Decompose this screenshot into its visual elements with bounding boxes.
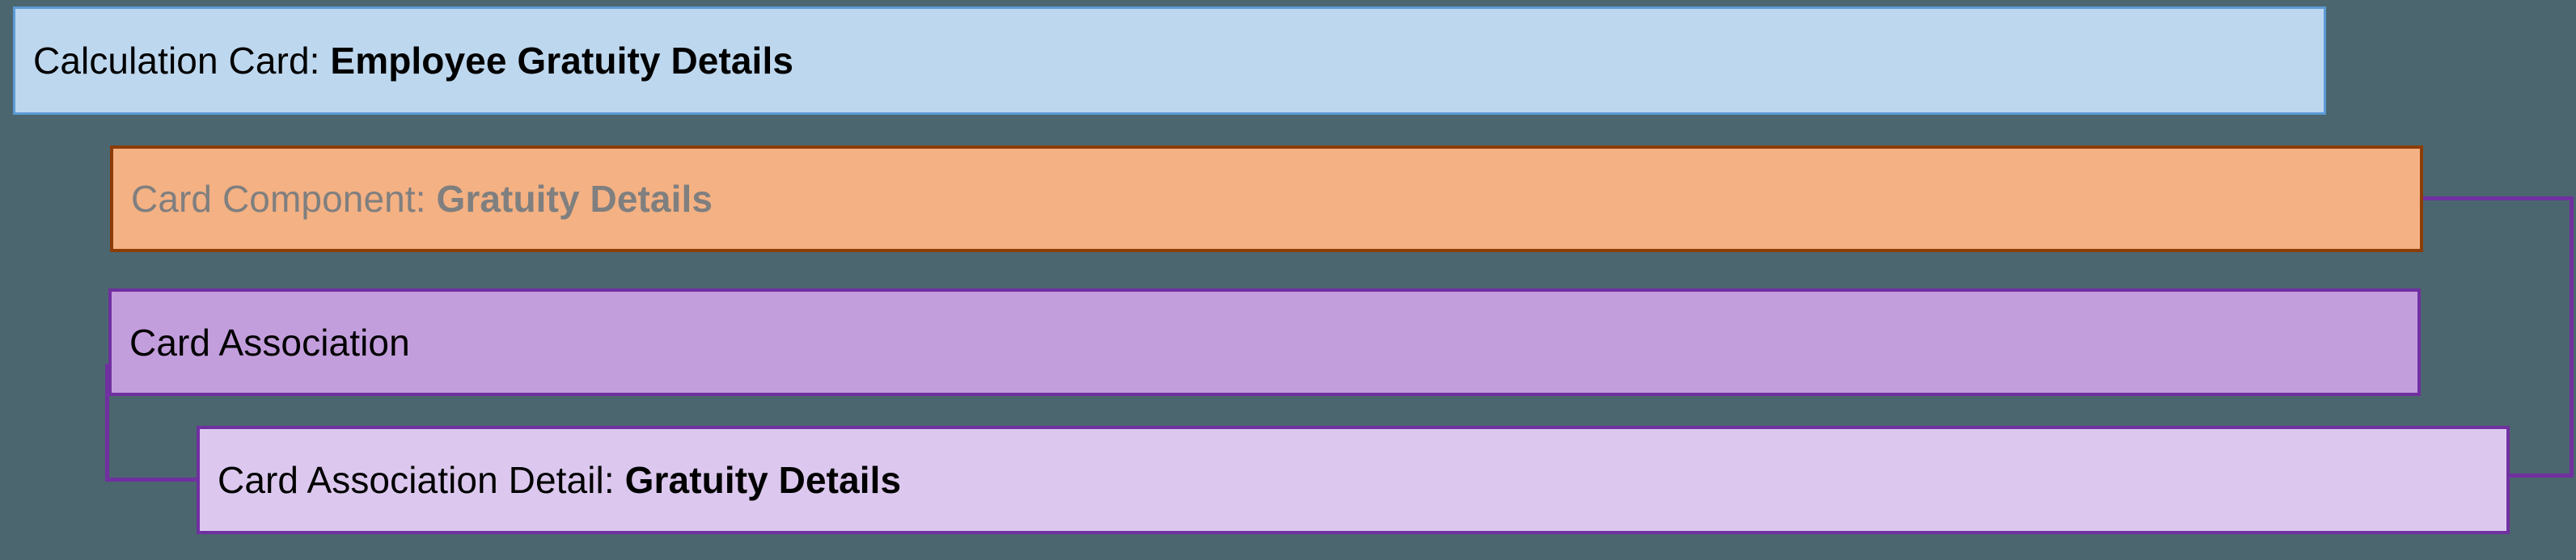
node-calculation-card-label: Calculation Card: Employee Gratuity Deta… bbox=[15, 39, 793, 82]
connector-right-horizontal-bottom bbox=[2506, 474, 2574, 478]
node-calculation-card-strong: Employee Gratuity Details bbox=[330, 40, 794, 82]
node-card-component-strong: Gratuity Details bbox=[436, 178, 713, 220]
node-calculation-card-lead: Calculation Card: bbox=[33, 40, 331, 82]
node-card-component-label: Card Component: Gratuity Details bbox=[113, 177, 713, 221]
node-card-component[interactable]: Card Component: Gratuity Details bbox=[110, 145, 2423, 252]
connector-right-horizontal-top bbox=[2422, 196, 2574, 200]
node-card-association-lead: Card Association bbox=[129, 321, 410, 364]
connector-right-vertical bbox=[2570, 196, 2574, 478]
node-calculation-card[interactable]: Calculation Card: Employee Gratuity Deta… bbox=[13, 6, 2326, 115]
connector-left-horizontal bbox=[105, 478, 201, 482]
node-card-association-label: Card Association bbox=[112, 321, 410, 364]
node-card-association-detail-label: Card Association Detail: Gratuity Detail… bbox=[200, 458, 901, 502]
node-card-component-lead: Card Component: bbox=[131, 178, 437, 220]
node-card-association[interactable]: Card Association bbox=[108, 288, 2421, 396]
connector-left-vertical bbox=[105, 364, 109, 482]
node-card-association-detail[interactable]: Card Association Detail: Gratuity Detail… bbox=[197, 426, 2510, 534]
node-card-association-detail-strong: Gratuity Details bbox=[624, 459, 902, 501]
node-card-association-detail-lead: Card Association Detail: bbox=[218, 459, 625, 501]
